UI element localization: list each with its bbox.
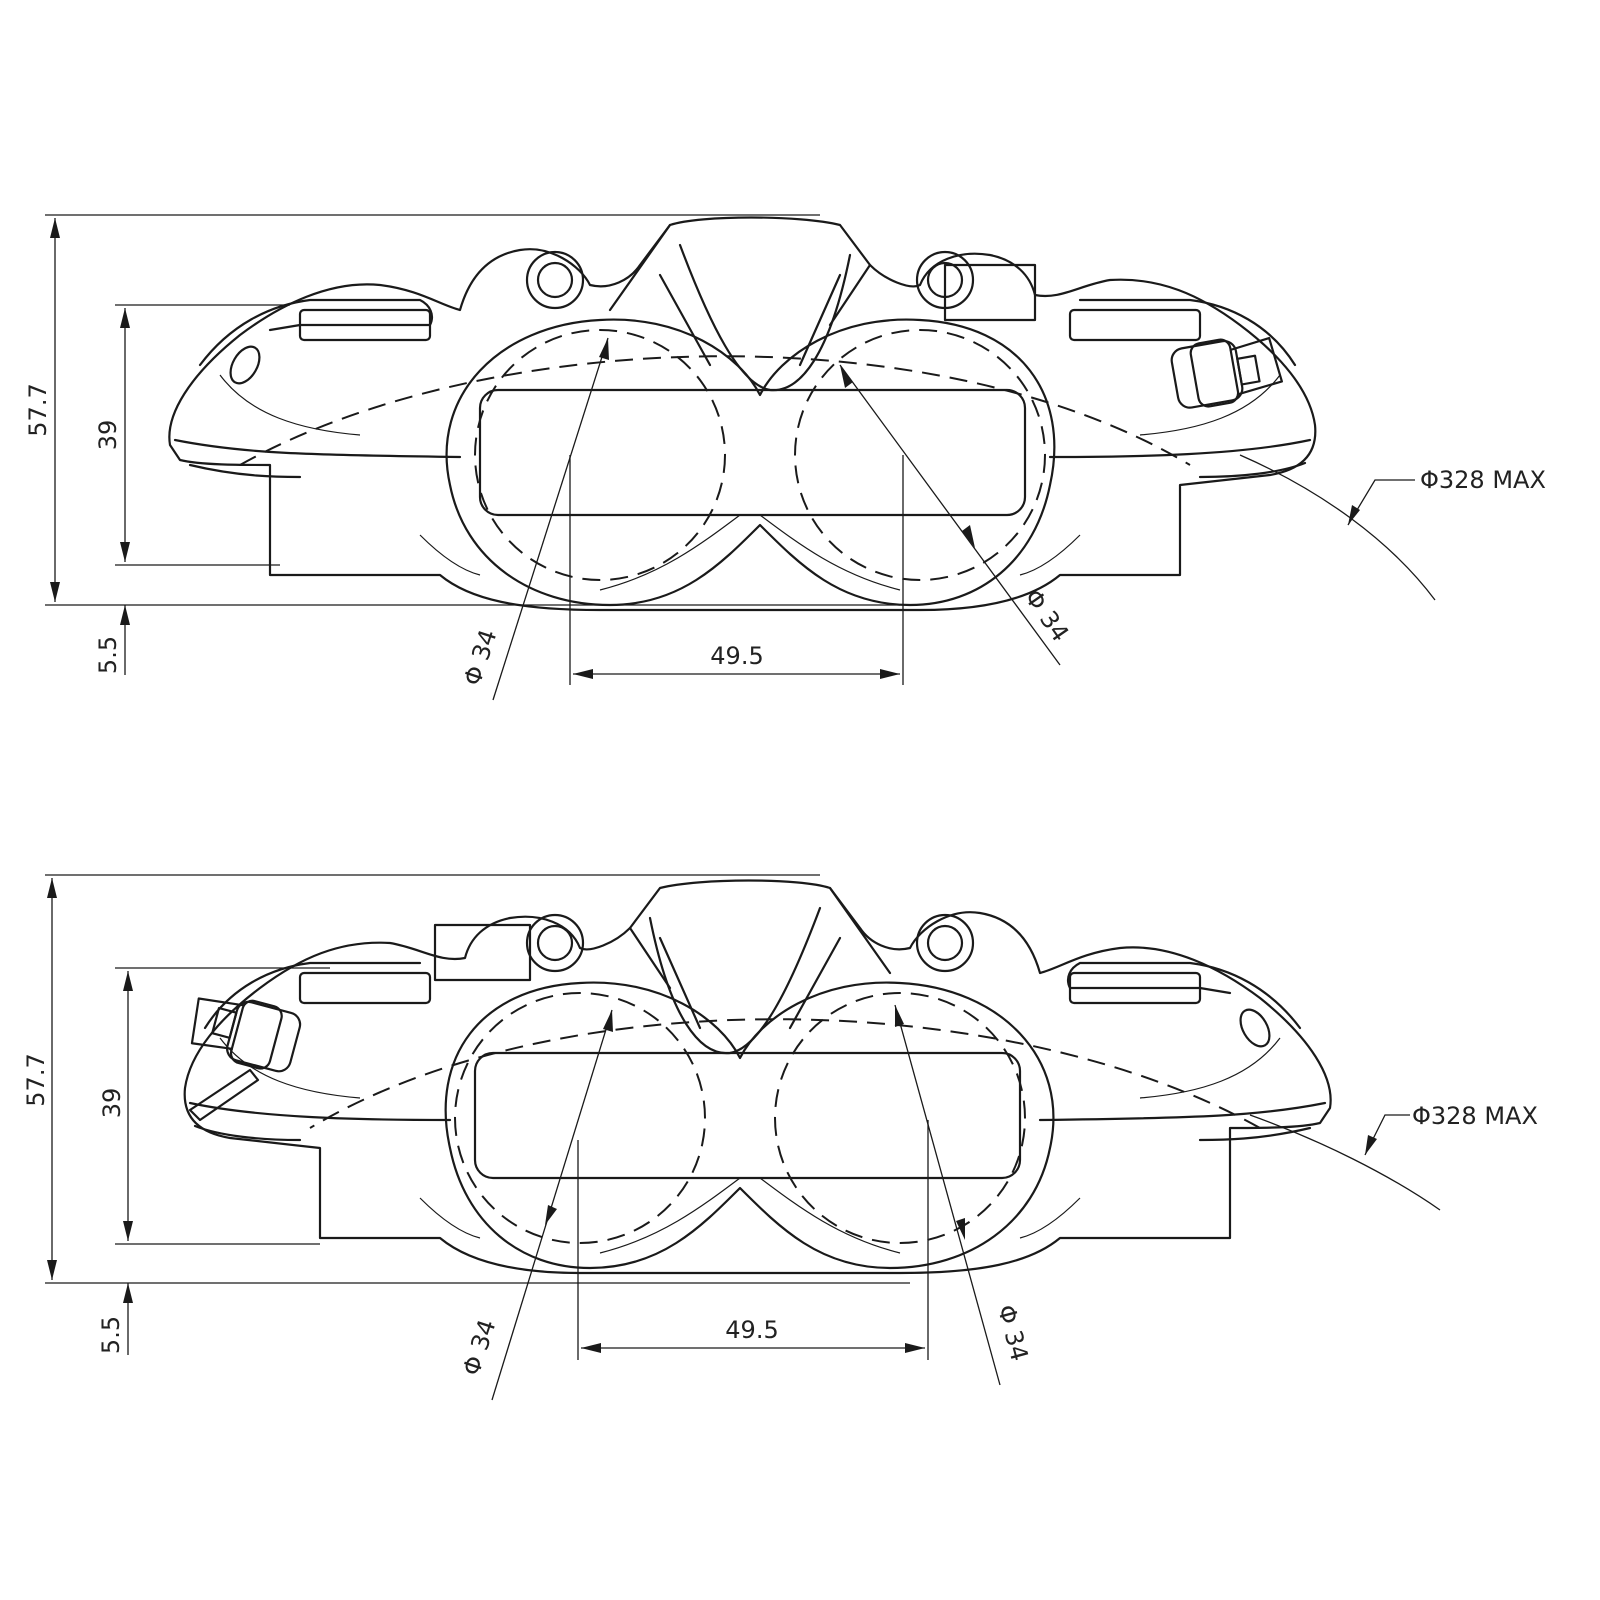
leader-line-piston-right xyxy=(839,364,1061,666)
dim-piston-left-label: Φ 34 xyxy=(458,626,502,689)
dim-overall-height-label: 57.7 xyxy=(22,1053,50,1106)
caliper-view-bottom: 57.7 39 5.5 49.5 Φ 34 Φ 34 Φ328 MAX xyxy=(22,874,1538,1401)
dim-piston-spacing-label: 49.5 xyxy=(725,1316,778,1344)
disc-arc-top xyxy=(1239,454,1436,601)
bracket-tab-top xyxy=(943,263,1037,322)
bleeder-lever-bottom xyxy=(188,1068,260,1122)
dim-disc-max-label: Φ328 MAX xyxy=(1420,466,1546,494)
bleeder-valve-top xyxy=(1168,329,1286,413)
extension-line xyxy=(569,455,904,685)
dim-pad-height-label: 39 xyxy=(98,1088,126,1119)
dim-offset-label: 5.5 xyxy=(94,636,122,674)
leader-line-piston-left xyxy=(491,1009,613,1401)
leader-line-piston-right xyxy=(894,1004,1001,1386)
dim-piston-right-label: Φ 34 xyxy=(992,1302,1034,1364)
caliper-body-bottom xyxy=(183,879,1332,1275)
dim-piston-spacing-label: 49.5 xyxy=(710,642,763,670)
dim-pad-height-label: 39 xyxy=(94,420,122,451)
disc-arc-bottom xyxy=(1249,1114,1441,1211)
leader-line-piston-left xyxy=(492,337,609,701)
bracket-tab-bottom xyxy=(433,923,532,982)
leader-line-disc-max xyxy=(1347,479,1415,526)
dim-overall-height-label: 57.7 xyxy=(24,383,52,436)
dim-piston-left-label: Φ 34 xyxy=(457,1316,501,1379)
caliper-body-top xyxy=(168,216,1317,612)
caliper-view-top: 57.7 39 5.5 49.5 Φ 34 Φ 34 Φ328 MAX xyxy=(24,214,1546,701)
leader-line-disc-max xyxy=(1364,1114,1410,1156)
dim-offset-label: 5.5 xyxy=(97,1316,125,1354)
dim-disc-max-label: Φ328 MAX xyxy=(1412,1102,1538,1130)
dim-piston-right-label: Φ 34 xyxy=(1019,584,1075,647)
extension-line xyxy=(577,1120,929,1360)
